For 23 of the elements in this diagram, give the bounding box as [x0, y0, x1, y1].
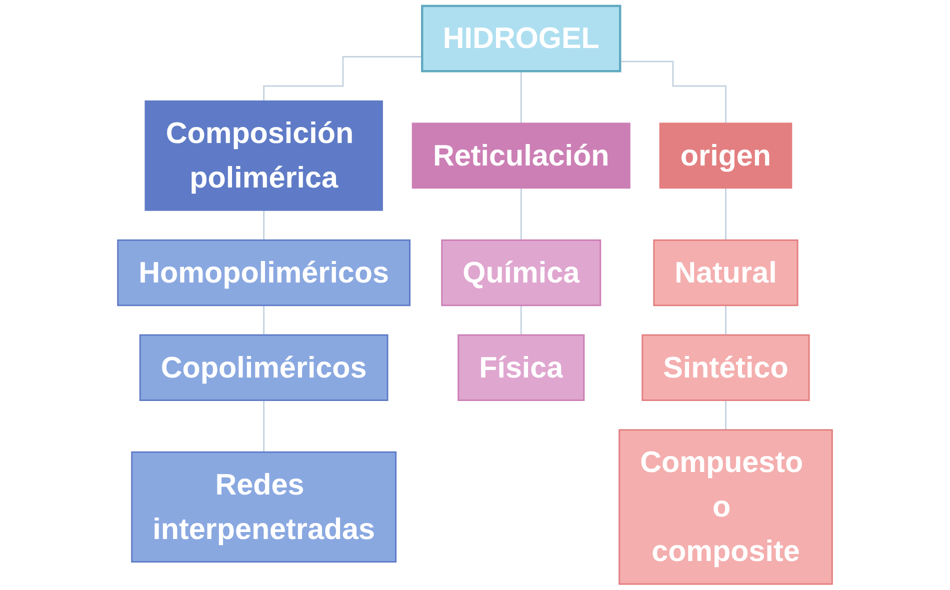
connector [263, 400, 265, 453]
connector [725, 400, 726, 431]
node-box: Homopoliméricos [117, 239, 411, 306]
node-box: Reticulación [412, 122, 630, 189]
connector [725, 304, 726, 336]
connector [620, 60, 726, 124]
node-box: Física [458, 334, 585, 401]
node-box: Compuesto o composite [618, 429, 833, 585]
node-box: Copoliméricos [139, 334, 388, 401]
node-box: Composición polimérica [144, 100, 383, 211]
connector [263, 56, 422, 102]
node-box: Química [441, 239, 602, 306]
connector [520, 304, 522, 336]
connector [725, 188, 726, 241]
node-box: Sintético [642, 334, 810, 401]
node-box: Natural [653, 239, 798, 306]
node-box: HIDROGEL [421, 4, 622, 72]
connector [520, 70, 522, 124]
connector [520, 188, 522, 241]
connector [263, 304, 265, 336]
node-box: origen [659, 122, 792, 189]
connector [263, 210, 265, 241]
node-box: Redes interpenetradas [131, 451, 397, 563]
